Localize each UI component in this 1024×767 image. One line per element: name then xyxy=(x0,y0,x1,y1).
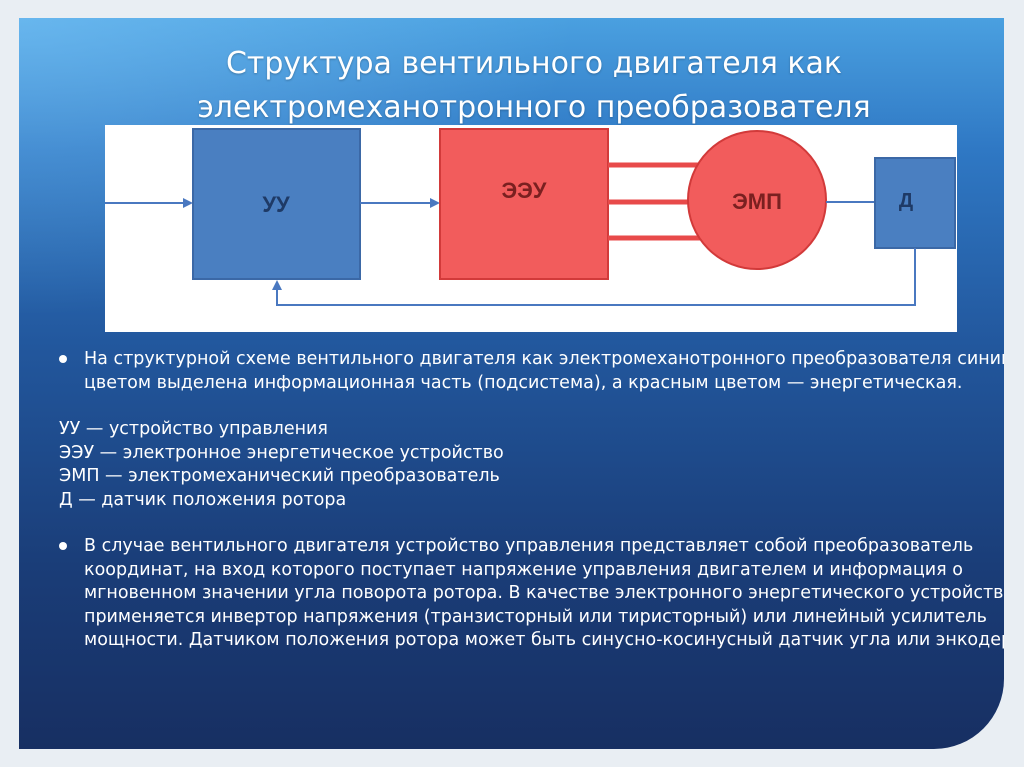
slide-title: Структура вентильного двигателя как элек… xyxy=(197,46,871,125)
uu-to-eeu-arrow-head xyxy=(430,198,440,208)
bullet-item: В случае вентильного двигателя устройств… xyxy=(59,535,1004,653)
definition-item: ЭМП — электромеханический преобразовател… xyxy=(59,466,500,486)
bullet-text: На структурной схеме вентильного двигате… xyxy=(84,349,1004,393)
definition-item: ЭЭУ — электронное энергетическое устройс… xyxy=(59,442,504,463)
bullet-item: На структурной схеме вентильного двигате… xyxy=(59,348,1004,395)
emp-circle xyxy=(687,130,827,270)
bullet-dot-icon xyxy=(59,542,67,550)
d-block-label: Д xyxy=(899,190,913,212)
definition-item: УУ — устройство управления xyxy=(59,419,328,439)
feedback-line xyxy=(276,248,916,306)
diagram-canvas: УУ ЭЭУ ЭМП Д xyxy=(105,128,956,306)
block-diagram: УУ ЭЭУ ЭМП Д xyxy=(105,125,957,332)
text-body: На структурной схеме вентильного двигате… xyxy=(59,348,1004,653)
eeu-block-label: ЭЭУ xyxy=(502,178,547,203)
slide-background: Структура вентильного двигателя как элек… xyxy=(19,18,1004,749)
bullet-text: В случае вентильного двигателя устройств… xyxy=(84,536,1004,650)
uu-block xyxy=(192,128,361,280)
d-block xyxy=(874,157,956,249)
uu-block-label: УУ xyxy=(262,192,290,217)
definitions-list: УУ — устройство управления ЭЭУ — электро… xyxy=(59,418,1004,512)
emp-circle-label: ЭМП xyxy=(732,189,782,214)
feedback-arrow-head xyxy=(272,280,282,290)
bullet-dot-icon xyxy=(59,355,67,363)
input-arrow-head xyxy=(183,198,193,208)
eeu-block xyxy=(439,128,609,280)
definition-item: Д — датчик положения ротора xyxy=(59,489,347,510)
